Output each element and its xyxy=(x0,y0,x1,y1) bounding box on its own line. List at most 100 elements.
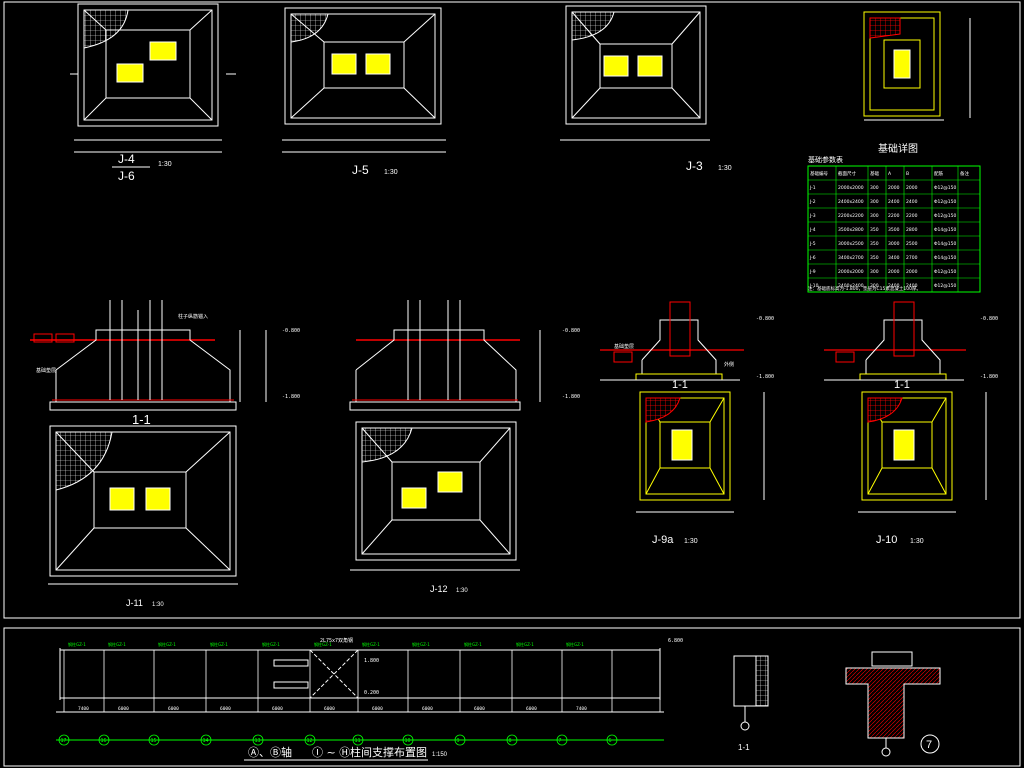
table-cell: 基础编号 xyxy=(810,170,828,177)
axis-label: 7 xyxy=(559,738,562,744)
axis-bubble xyxy=(252,734,264,746)
j5-title: J-5 xyxy=(352,163,369,177)
bracing-title-suffix: 柱间支撑布置图 xyxy=(350,745,427,759)
table-cell: 3500 xyxy=(888,227,900,233)
table-cell: Φ12@150 xyxy=(934,213,956,219)
table-cell: 300 xyxy=(870,283,879,289)
axis-bubble xyxy=(304,734,316,746)
upper-frame xyxy=(3,1,1021,619)
table-cell: 截面尺寸 xyxy=(838,170,856,177)
bay-label: 钢柱GZ-1 xyxy=(516,641,534,647)
column-pattern xyxy=(365,53,391,75)
detail-7-marker xyxy=(920,734,940,754)
bracing-elev-mid: 1.800 xyxy=(364,658,379,664)
bay-label: 钢柱GZ-1 xyxy=(566,641,584,647)
section-1-1-right-a-title: 1-1 xyxy=(672,379,688,391)
column-pattern xyxy=(603,55,629,77)
table-cell: 2200 xyxy=(888,213,900,219)
axis-label: 10 xyxy=(405,738,411,744)
bracing-elev-top: 6.800 xyxy=(668,638,683,644)
axis-label: 6 xyxy=(609,738,612,744)
axis-bubble xyxy=(454,734,466,746)
elev-bottom-right-a: -1.800 xyxy=(756,374,774,380)
axis-bubble xyxy=(352,734,364,746)
table-cell: 300 xyxy=(870,185,879,191)
bay-label: 钢柱GZ-1 xyxy=(108,641,126,647)
axis-label: 16 xyxy=(101,738,107,744)
section-1-1-right-b xyxy=(824,301,966,381)
j5-scale: 1:30 xyxy=(384,169,398,176)
axis-label: 8 xyxy=(509,738,512,744)
j12-title: J-12 xyxy=(430,584,448,594)
j12-scale: 1:30 xyxy=(456,588,468,594)
table-cell: Φ12@150 xyxy=(934,283,956,289)
elev-top-left: -0.800 xyxy=(282,328,300,334)
j3-scale: 1:30 xyxy=(718,165,732,172)
column-pattern xyxy=(637,55,663,77)
j3-title: J-3 xyxy=(686,159,703,173)
table-cell: Φ14@150 xyxy=(934,241,956,247)
bay-label: 钢柱GZ-1 xyxy=(158,641,176,647)
footing-detail-top-right xyxy=(863,11,971,121)
elev-bottom-middle: -1.800 xyxy=(562,394,580,400)
table-cell: 350 xyxy=(870,255,879,261)
column-pattern xyxy=(109,487,135,511)
detail-7 xyxy=(845,651,941,757)
bay-dimension: 6000 xyxy=(422,706,433,712)
table-cell: Φ12@150 xyxy=(934,199,956,205)
footing-j12-plan xyxy=(350,421,520,571)
footing-j10-plan xyxy=(858,391,987,513)
table-cell: 3000x2500 xyxy=(838,241,864,247)
table-cell: 2400 xyxy=(906,283,918,289)
table-cell: Φ14@150 xyxy=(934,255,956,261)
table-cell: 配筋 xyxy=(934,170,943,177)
elev-top-middle: -0.800 xyxy=(562,328,580,334)
axis-label: 15 xyxy=(151,738,157,744)
detail-1-1-label: 1-1 xyxy=(738,743,750,752)
table-cell: 2700 xyxy=(906,255,918,261)
j4-title: J-4 xyxy=(118,152,135,166)
bracing-title-prefix: Ⓐ、Ⓑ轴 xyxy=(248,745,292,759)
bay-dimension: 6000 xyxy=(118,706,129,712)
column-pattern xyxy=(401,487,427,509)
axis-bubble xyxy=(200,734,212,746)
bay-label: 钢柱GZ-1 xyxy=(464,641,482,647)
axis-bubble xyxy=(58,734,70,746)
section-1-1-middle xyxy=(349,300,541,411)
axis-label: 9 xyxy=(457,738,460,744)
bay-dimension: 7400 xyxy=(78,706,89,712)
table-cell: 3400x2700 xyxy=(838,255,864,261)
table-cell: 2400x2400 xyxy=(838,199,864,205)
table-cell: 2000 xyxy=(888,185,900,191)
elev-bottom-right-b: -1.800 xyxy=(980,374,998,380)
bay-dimension: 6000 xyxy=(272,706,283,712)
table-cell: 2000 xyxy=(906,185,918,191)
bay-dimension: 6000 xyxy=(372,706,383,712)
detail-7-label: 7 xyxy=(926,739,932,751)
bay-dimension: 6000 xyxy=(474,706,485,712)
axis-label: 17 xyxy=(61,738,67,744)
table-cell: 基础 xyxy=(870,170,879,177)
table-cell: 350 xyxy=(870,227,879,233)
table-cell: 2000 xyxy=(888,269,900,275)
column-pattern xyxy=(331,53,357,75)
table-cell: 300 xyxy=(870,199,879,205)
axis-bubble xyxy=(98,734,110,746)
table-cell: J-2 xyxy=(809,199,816,205)
j9a-title: J-9a xyxy=(652,534,674,546)
note-rebar-left: 柱子纵筋锚入 xyxy=(178,313,208,320)
table-cell: 3400 xyxy=(888,255,900,261)
detail-1-1-small xyxy=(733,655,769,731)
axis-bubble xyxy=(556,734,568,746)
axis-label: 12 xyxy=(307,738,313,744)
table-cell: 2200x2200 xyxy=(838,213,864,219)
bay-label: 钢柱GZ-1 xyxy=(314,641,332,647)
j11-title: J-11 xyxy=(126,598,143,608)
table-note: 注：基础底标高为-1.800，垫层为C15素混凝土100厚。 xyxy=(808,285,921,292)
footing-j9a-plan xyxy=(636,391,765,513)
footing-j11-plan xyxy=(48,425,238,585)
table-cell: 2200 xyxy=(906,213,918,219)
bay-label: 钢柱GZ-1 xyxy=(68,641,86,647)
